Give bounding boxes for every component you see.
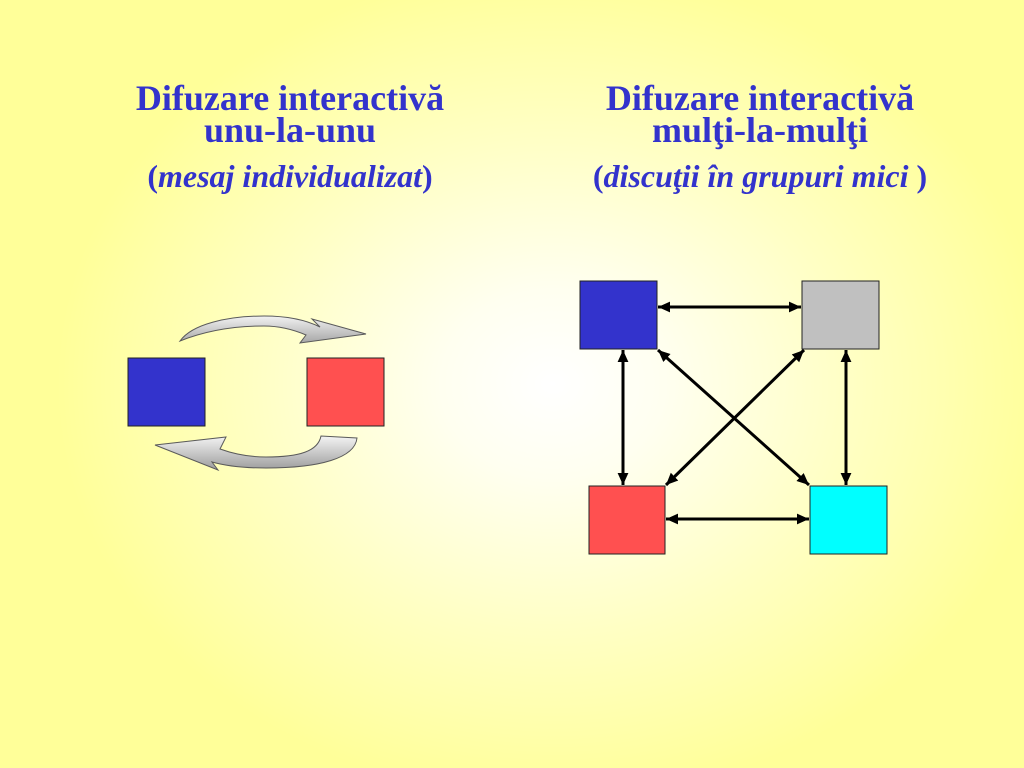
right-red-box [588,485,666,555]
left-subtitle-paren-close: ) [422,158,433,194]
right-subtitle: (discuţii în grupuri mici ) [540,158,980,194]
right-gray-box [801,280,880,350]
left-subtitle: (mesaj individualizat) [70,158,510,194]
right-title-line2: mulţi-la-mulţi [652,110,868,150]
curved-arrow-bottom-icon [154,435,358,472]
right-subtitle-paren-open: ( [592,158,604,194]
double-arrow-diagonal-gray-red [664,348,806,487]
left-subtitle-paren-open: ( [147,158,158,194]
left-red-box [306,357,385,427]
right-diagram [579,280,888,555]
right-title: Difuzare interactivă mulţi-la-mulţi [540,78,980,150]
left-diagram [127,315,385,472]
left-title-line2: unu-la-unu [203,110,377,150]
right-blue-box [579,280,658,350]
right-subtitle-text: discuţii în grupuri mici [603,158,909,194]
left-title: Difuzare interactivă unu-la-unu [70,78,510,150]
left-subtitle-text: mesaj individualizat [157,158,423,194]
right-subtitle-paren-close: ) [908,158,928,194]
curved-arrow-top-icon [178,315,367,344]
right-title-line1: Difuzare interactivă [605,78,915,118]
left-blue-box [127,357,206,427]
right-cyan-box [809,485,888,555]
left-title-line1: Difuzare interactivă [135,78,445,118]
